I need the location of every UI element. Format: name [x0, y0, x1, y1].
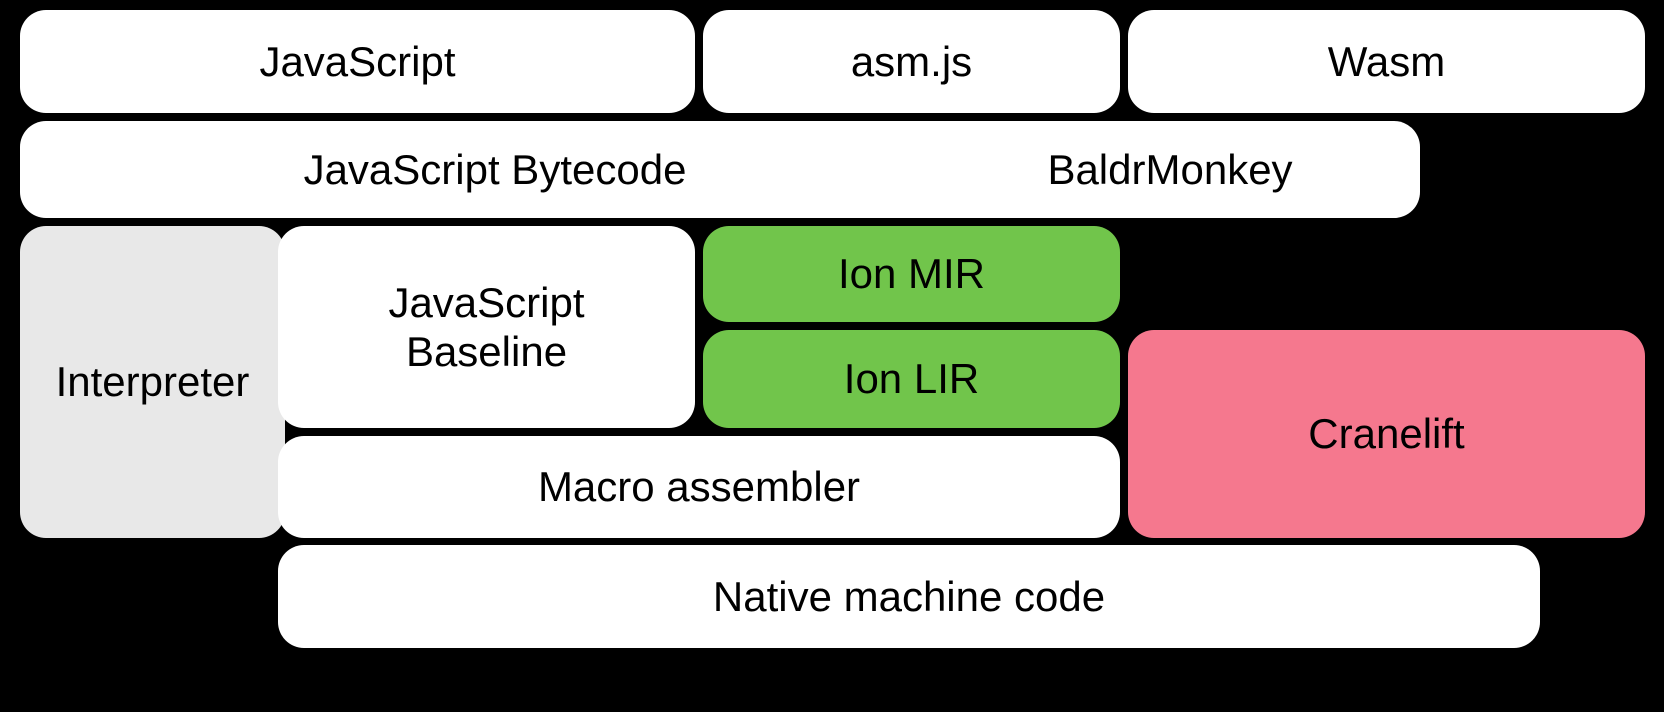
- diagram-box-javascript-bytecode: JavaScript Bytecode: [20, 121, 970, 218]
- diagram-box-macro-assembler: Macro assembler: [278, 436, 1120, 538]
- diagram-box-label: BaldrMonkey: [1047, 145, 1293, 193]
- diagram-box-javascript-baseline: JavaScript Baseline: [278, 226, 695, 428]
- diagram-box-wasm: Wasm: [1128, 10, 1645, 113]
- diagram-box-javascript: JavaScript: [20, 10, 695, 113]
- diagram-box-label: asm.js: [850, 37, 973, 85]
- diagram-box-label: Wasm: [1327, 37, 1446, 85]
- diagram-box-baldrmonkey: BaldrMonkey: [920, 121, 1420, 218]
- diagram-box-label: Cranelift: [1308, 410, 1465, 458]
- diagram-box-label: Ion LIR: [843, 355, 980, 403]
- diagram-box-label: Interpreter: [55, 358, 250, 406]
- diagram-box-label: Native machine code: [712, 572, 1106, 620]
- diagram-box-asm-js: asm.js: [703, 10, 1120, 113]
- diagram-box-label: Ion MIR: [837, 250, 986, 298]
- diagram-box-ion-mir: Ion MIR: [703, 226, 1120, 322]
- diagram-box-native-machine-code: Native machine code: [278, 545, 1540, 648]
- diagram-box-label: JavaScript Baseline: [388, 278, 585, 375]
- diagram-box-label: JavaScript Bytecode: [303, 145, 687, 193]
- diagram-box-ion-lir: Ion LIR: [703, 330, 1120, 428]
- diagram-box-label: JavaScript: [259, 37, 456, 85]
- diagram-box-cranelift: Cranelift: [1128, 330, 1645, 538]
- diagram-box-interpreter: Interpreter: [20, 226, 285, 538]
- diagram-box-label: Macro assembler: [537, 463, 861, 511]
